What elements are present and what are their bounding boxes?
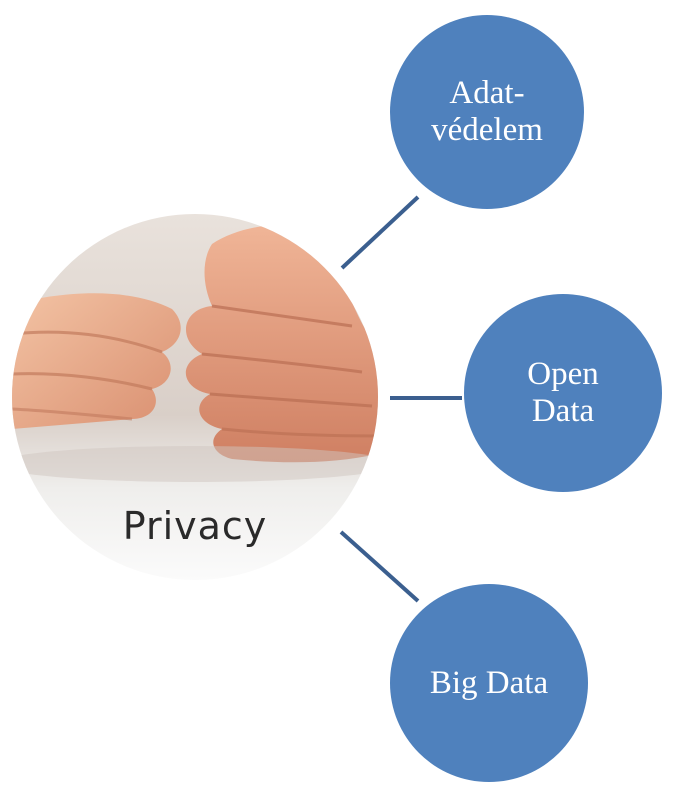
privacy-caption: Privacy <box>122 504 268 548</box>
node-label-open-data: Open Data <box>527 356 599 429</box>
node-big-data: Big Data <box>390 584 588 782</box>
connector-line-big-data <box>339 530 420 603</box>
hands-illustration <box>12 214 378 580</box>
connector-line-adatvedelem <box>340 195 420 270</box>
privacy-image-circle: Privacy <box>12 214 378 580</box>
node-open-data: Open Data <box>464 294 662 492</box>
node-label-adatvedelem: Adat- védelem <box>431 75 543 148</box>
node-label-big-data: Big Data <box>429 664 549 701</box>
node-adatvedelem: Adat- védelem <box>390 15 584 209</box>
